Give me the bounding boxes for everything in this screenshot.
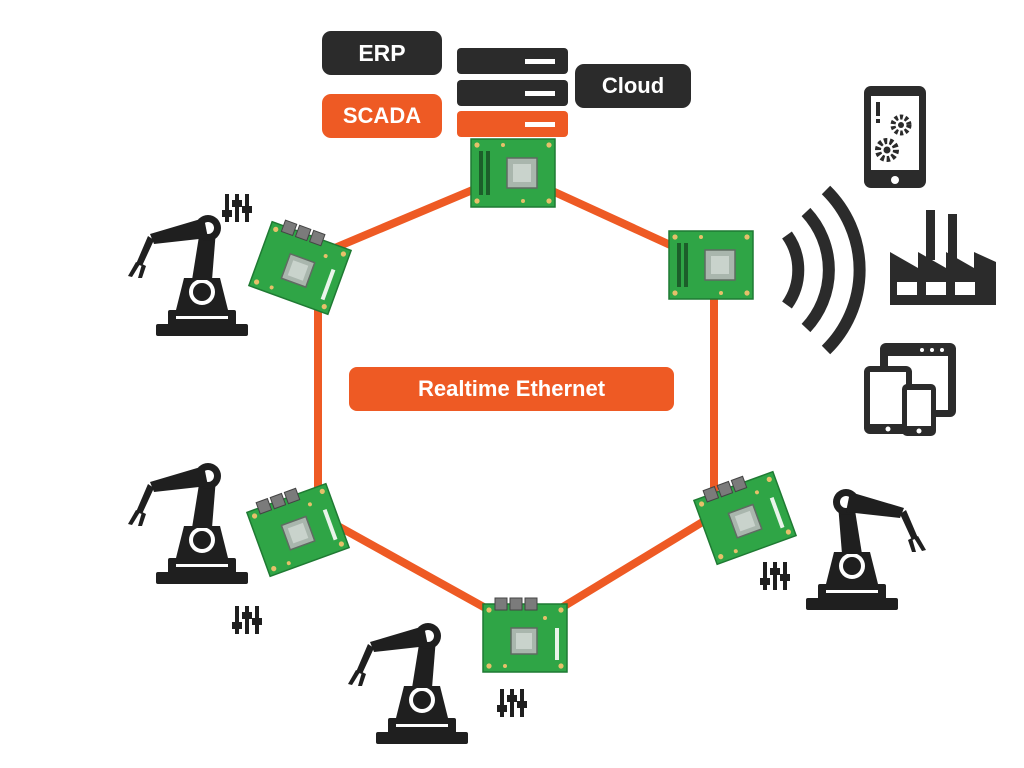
- board-upper-left-icon: [248, 215, 354, 316]
- board-lower-right-icon: [691, 465, 797, 566]
- erp-label: ERP: [322, 31, 442, 75]
- sliders-control-icon: [222, 194, 252, 222]
- sliders-control-icon: [497, 689, 527, 717]
- scada-label: SCADA: [322, 94, 442, 138]
- sliders-control-icon: [232, 606, 262, 634]
- realtime-ethernet-label: Realtime Ethernet: [349, 367, 674, 411]
- board-lower-left-icon: [244, 477, 350, 578]
- board-right-icon: [668, 230, 754, 300]
- tablet-phone-icon: [864, 343, 956, 436]
- robot-arm-icon: [348, 623, 468, 744]
- smartphone-settings-icon: [864, 86, 926, 188]
- board-bottom-icon: [482, 597, 568, 673]
- wireless-signal-icon: [781, 185, 866, 355]
- robot-arm-icon: [806, 489, 926, 610]
- cloud-label: Cloud: [575, 64, 691, 108]
- server-rack-icon: [457, 48, 568, 137]
- board-top-icon: [470, 138, 556, 208]
- robot-arm-icon: [128, 463, 248, 584]
- sliders-control-icon: [760, 562, 790, 590]
- robot-arm-icon: [128, 215, 248, 336]
- factory-icon: [890, 210, 996, 305]
